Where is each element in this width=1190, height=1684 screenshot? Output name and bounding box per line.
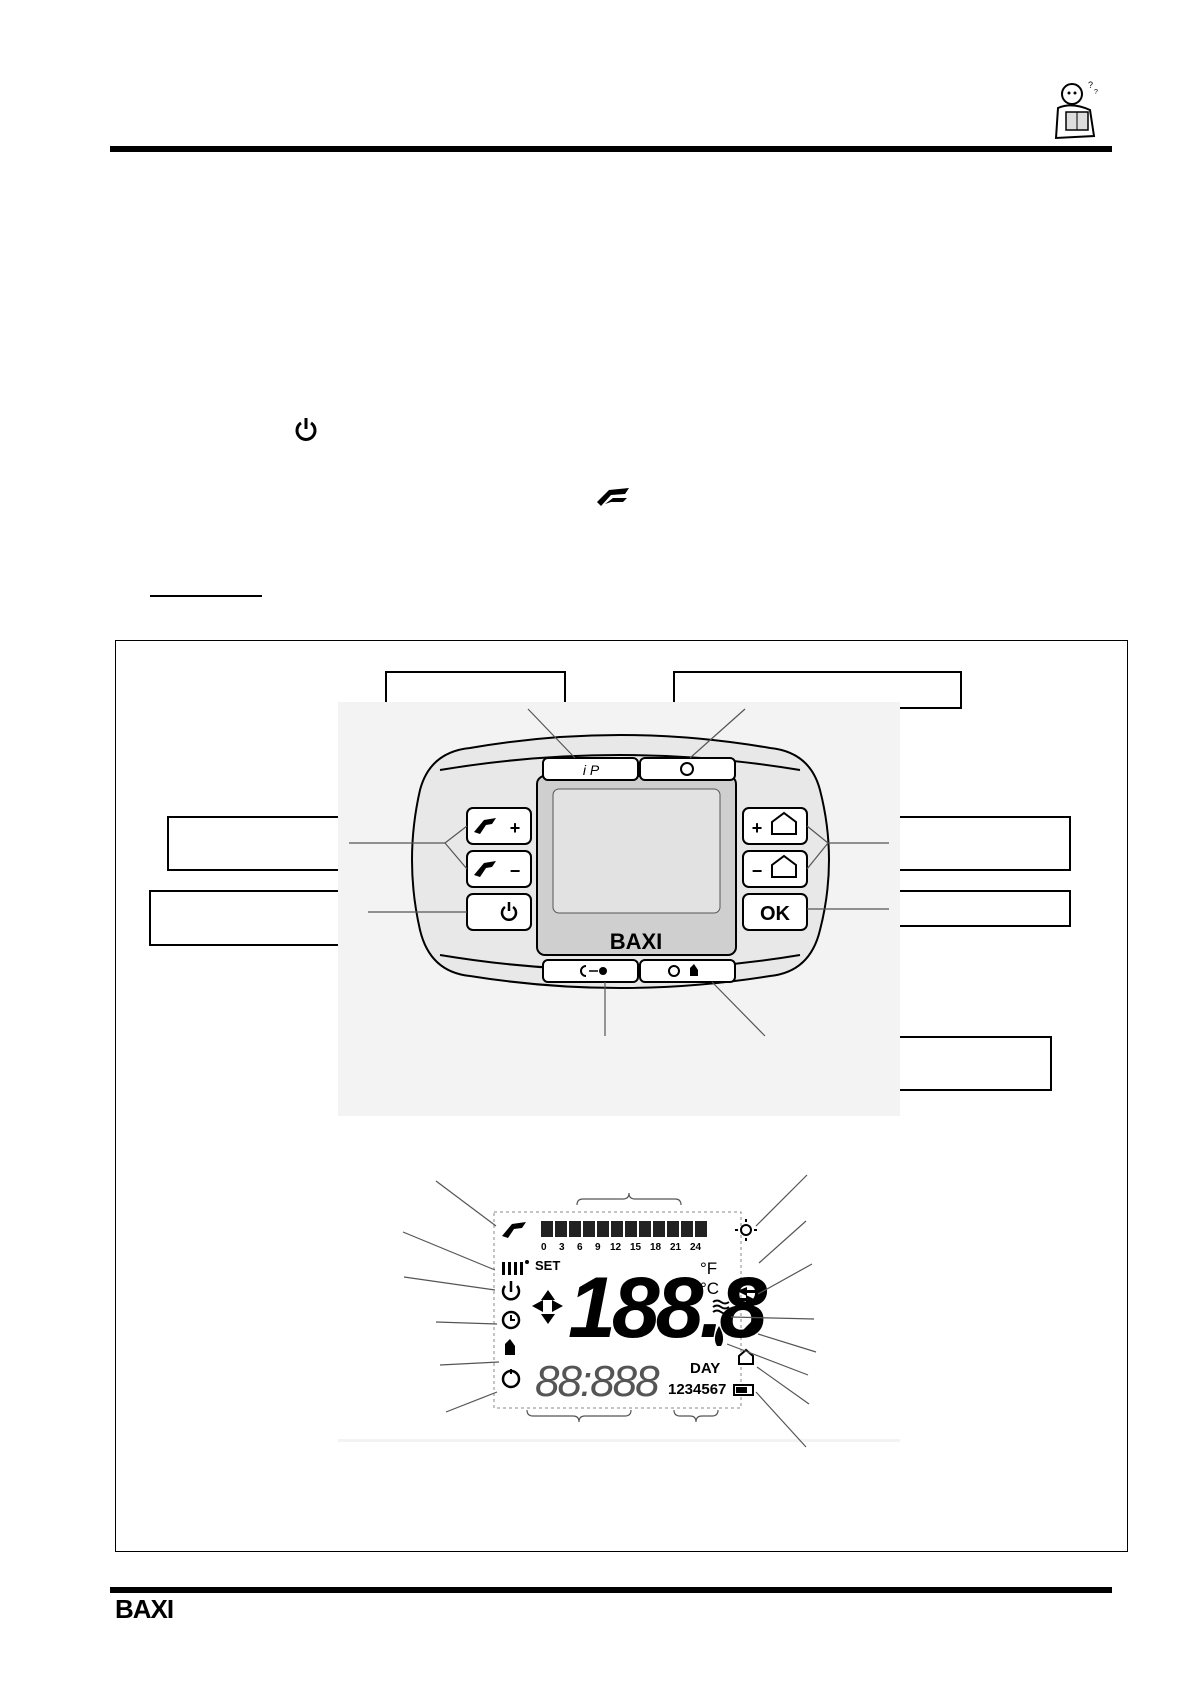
callout-dhw-buttons: [167, 816, 349, 871]
heat-plus-label: +: [752, 818, 763, 838]
power-icon: [500, 905, 518, 921]
clock-digits: 88:888: [535, 1357, 660, 1406]
hour-tick: 21: [670, 1242, 682, 1253]
info-button[interactable]: [542, 757, 639, 781]
arrow-up-icon: [541, 1290, 555, 1300]
moon-icon: [580, 965, 587, 977]
brace-bottom-right: [673, 1409, 719, 1423]
clock-button[interactable]: [639, 757, 736, 781]
unit-celsius: °C: [700, 1279, 719, 1298]
hour-tick: 0: [541, 1242, 547, 1253]
tap-icon: [474, 861, 496, 877]
dhw-minus-label: −: [510, 861, 521, 881]
power-icon: [295, 418, 317, 441]
svg-text:?: ?: [1088, 80, 1093, 90]
ok-button[interactable]: [742, 893, 808, 931]
program-button[interactable]: [639, 959, 736, 983]
brace-top: [576, 1192, 682, 1206]
tap-icon: [502, 1222, 526, 1238]
tap-water-icon: [597, 488, 629, 506]
unit-fahrenheit: °F: [700, 1259, 717, 1278]
power-button[interactable]: [466, 893, 532, 931]
ok-label: OK: [760, 903, 791, 925]
hour-bar-graph: [541, 1221, 707, 1237]
footer-rule: [110, 1587, 1112, 1593]
hour-tick: 12: [610, 1242, 622, 1253]
svg-text:?: ?: [1094, 89, 1098, 96]
hand-icon: [505, 1339, 515, 1355]
info-button-label: i P: [583, 762, 600, 778]
arrow-left-icon: [532, 1300, 543, 1312]
dhw-minus-button[interactable]: [466, 850, 532, 888]
hand-icon: [690, 964, 698, 976]
clock-icon: [501, 1310, 521, 1330]
radiator-icon: [502, 1260, 529, 1275]
heat-minus-label: −: [752, 861, 763, 881]
brace-bottom-left: [526, 1409, 632, 1423]
arrow-right-icon: [552, 1300, 563, 1312]
wrench-icon: [740, 1321, 756, 1336]
day-numbers: 1234567: [668, 1381, 726, 1398]
main-temperature-digits: 188.8: [568, 1260, 767, 1356]
power-icon: [501, 1285, 521, 1301]
header-rule: [110, 146, 1112, 152]
sun-icon: [735, 1219, 757, 1241]
lcd-diagram: 0 3 6 9 12 15 18 21 24 SET 188.8 °F °C 8…: [402, 1174, 817, 1448]
hour-tick: 3: [559, 1242, 565, 1253]
sun-icon: [599, 967, 607, 975]
home-heating-icon: [771, 854, 797, 878]
hour-tick: 6: [577, 1242, 583, 1253]
home-heating-icon: [771, 811, 797, 835]
hour-tick: 24: [690, 1242, 702, 1253]
device-brand: BAXI: [610, 929, 663, 954]
hour-tick: 9: [595, 1242, 601, 1253]
hour-tick: 18: [650, 1242, 662, 1253]
clock-icon: [668, 965, 680, 977]
figure-frame: [115, 640, 1128, 1552]
day-label: DAY: [690, 1360, 720, 1377]
dhw-plus-label: +: [510, 818, 521, 838]
callout-power-button: [149, 890, 368, 946]
dhw-plus-button[interactable]: [466, 807, 532, 845]
hour-scale: 0 3 6 9 12 15 18 21 24: [541, 1242, 702, 1253]
arrow-down-icon: [541, 1314, 555, 1324]
hour-tick: 15: [630, 1242, 642, 1253]
wave-icon: [712, 1299, 730, 1315]
clock-icon: [680, 762, 694, 776]
footer-brand-logo: BAXI: [115, 1594, 174, 1624]
callout-heating-buttons: [889, 816, 1071, 871]
reading-technician-icon: ? ?: [1054, 80, 1098, 140]
set-indicator: SET: [535, 1258, 560, 1273]
section-underline: [150, 595, 262, 597]
tap-icon: [474, 818, 496, 834]
flame-icon: [714, 1326, 724, 1346]
swap-arrows-icon: [737, 1287, 756, 1304]
